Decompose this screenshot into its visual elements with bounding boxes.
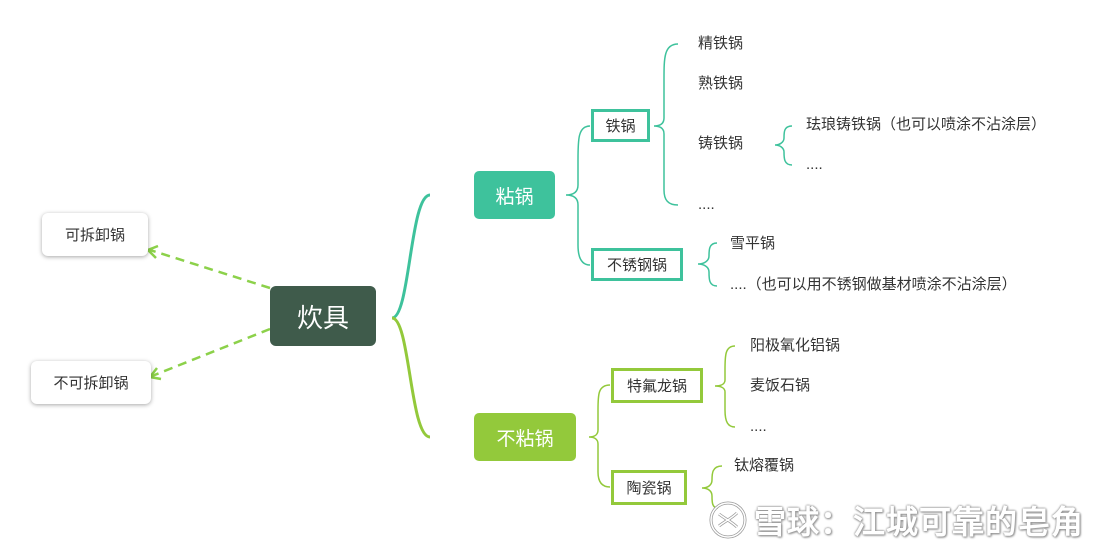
non-removable-pot-node[interactable]: 不可拆卸锅 — [31, 361, 151, 404]
leaf-stainless-more: ....（也可以用不锈钢做基材喷涂不沾涂层） — [730, 276, 1017, 293]
sticky-brace — [565, 125, 591, 266]
leaf-maifan-stone: 麦饭石锅 — [750, 377, 811, 394]
root-to-sticky-connector — [391, 193, 431, 320]
stainless-brace — [697, 242, 718, 287]
stainless-pot-label: 不锈钢锅 — [606, 257, 667, 274]
iron-pot-node[interactable]: 铁锅 — [591, 109, 650, 142]
watermark: 雪球：江城可靠的皂角 — [708, 498, 1084, 542]
root-node[interactable]: 炊具 — [270, 286, 376, 346]
stainless-pot-node[interactable]: 不锈钢锅 — [591, 248, 683, 281]
leaf-iron-more: .... — [698, 196, 715, 213]
nonstick-pot-label: 不粘锅 — [496, 428, 554, 450]
sticky-pot-node[interactable]: 粘锅 — [474, 171, 555, 219]
zhu-brace — [774, 125, 793, 166]
removable-pot-label: 可拆卸锅 — [64, 227, 125, 244]
nonstick-pot-node[interactable]: 不粘锅 — [474, 413, 576, 461]
teflon-brace — [714, 345, 736, 428]
leaf-jing-iron: 精铁锅 — [698, 35, 744, 52]
leaf-teflon-more: .... — [750, 418, 767, 435]
ceramic-pot-node[interactable]: 陶瓷锅 — [611, 470, 687, 505]
nonstick-brace — [588, 384, 611, 488]
leaf-anodized-aluminum: 阳极氧化铝锅 — [750, 337, 841, 354]
root-label: 炊具 — [296, 302, 349, 333]
non-removable-pot-label: 不可拆卸锅 — [53, 375, 129, 392]
leaf-cast-iron-more: .... — [806, 156, 823, 173]
snowball-logo-icon — [709, 501, 747, 539]
removable-pot-node[interactable]: 可拆卸锅 — [42, 213, 148, 256]
leaf-shu-iron: 熟铁锅 — [698, 75, 744, 92]
leaf-enamel-cast-iron: 珐琅铸铁锅（也可以喷涂不沾涂层） — [806, 116, 1047, 133]
sticky-pot-label: 粘锅 — [495, 186, 534, 208]
ceramic-brace — [701, 465, 723, 509]
iron-brace — [653, 43, 679, 206]
dashed-arrow-removable — [149, 248, 271, 290]
leaf-cast-iron: 铸铁锅 — [698, 135, 744, 152]
watermark-text: 雪球：江城可靠的皂角 — [754, 504, 1085, 540]
iron-pot-label: 铁锅 — [605, 118, 636, 135]
leaf-titanium-clad: 钛熔覆锅 — [734, 457, 795, 474]
dashed-arrow-nonremovable — [151, 327, 271, 378]
root-to-nonstick-connector — [391, 316, 431, 439]
teflon-pot-node[interactable]: 特氟龙锅 — [611, 368, 703, 403]
teflon-pot-label: 特氟龙锅 — [626, 378, 687, 395]
leaf-xueping-pot: 雪平锅 — [730, 235, 776, 252]
ceramic-pot-label: 陶瓷锅 — [626, 480, 672, 497]
